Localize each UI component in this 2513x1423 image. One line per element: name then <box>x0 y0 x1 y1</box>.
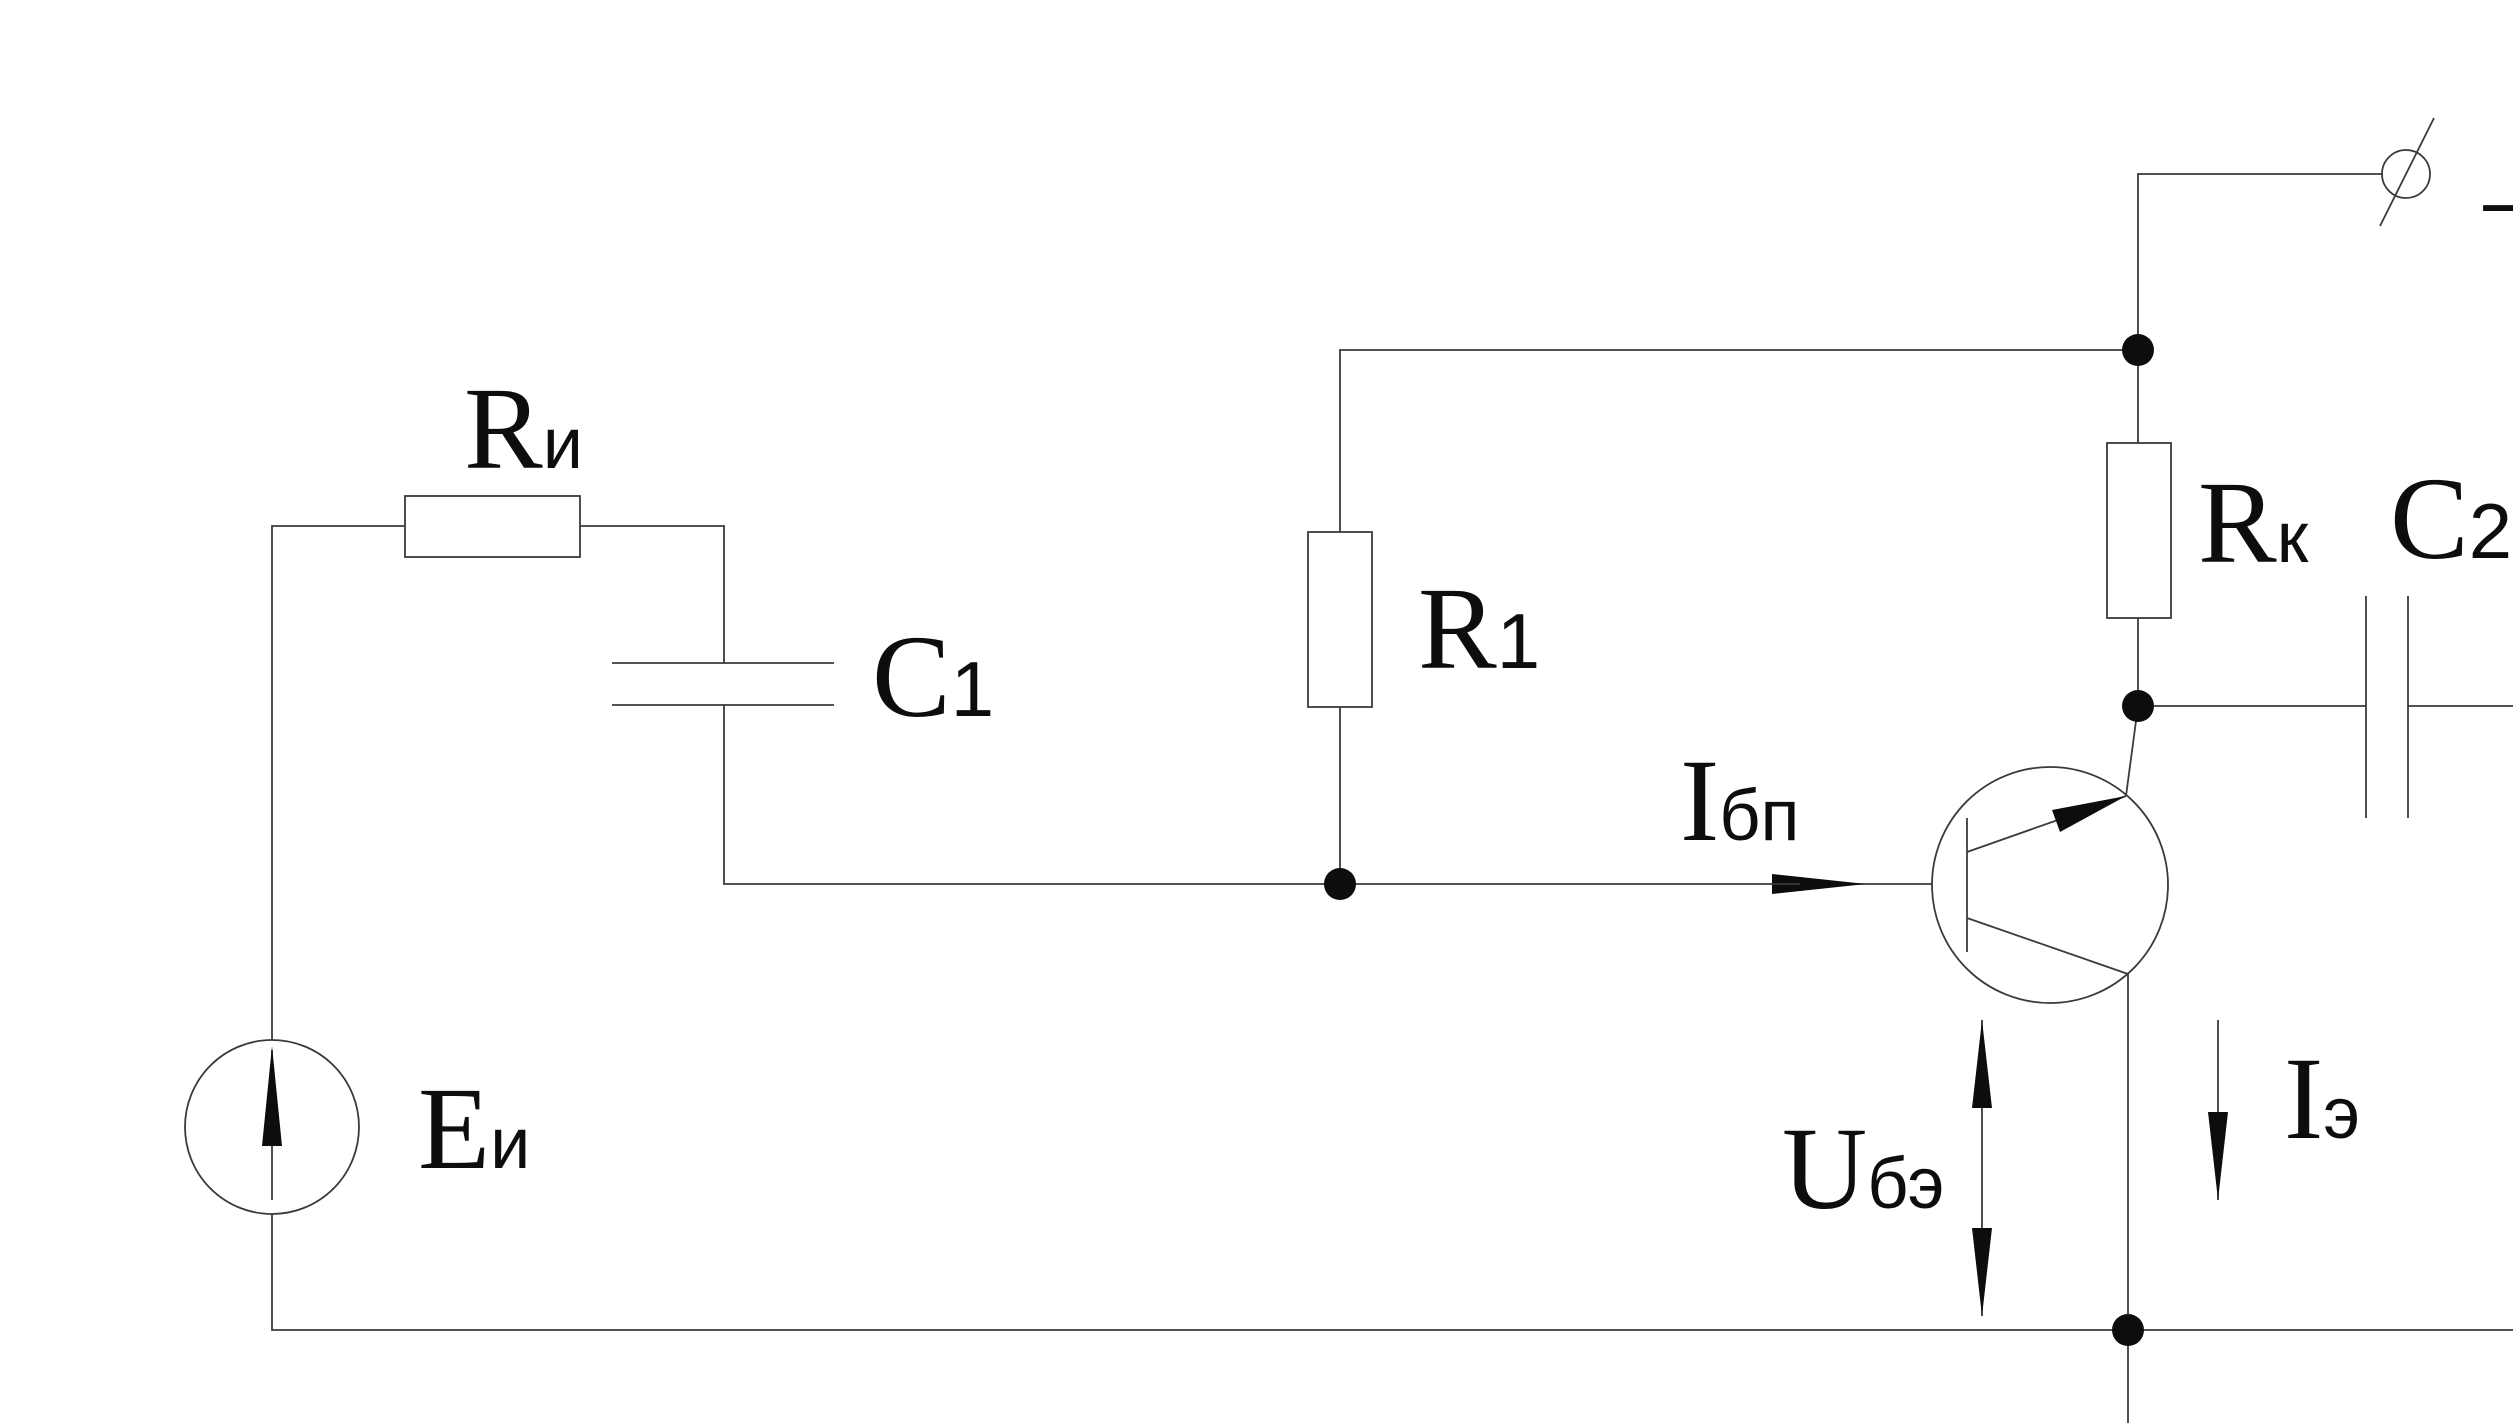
label-c2-sub: 2 <box>2469 487 2512 575</box>
label-rk: Rк <box>2198 457 2309 588</box>
label-r-source-main: R <box>464 363 543 494</box>
supply-terminal-label: _ <box>2483 91 2513 222</box>
supply-terminal: _ <box>2379 91 2513 227</box>
resistor-rk-body <box>2106 442 2172 619</box>
wire-supply <box>2137 173 2382 350</box>
label-c1-sub: 1 <box>951 645 994 733</box>
label-r1-main: R <box>1418 563 1497 694</box>
label-u-be-sub: бэ <box>1867 1144 1944 1224</box>
wire-source-top <box>271 525 405 1040</box>
label-rk-main: R <box>2198 457 2277 588</box>
transistor-envelope <box>1931 766 2169 1004</box>
arrow-u-be-head-up <box>1972 1020 1992 1108</box>
label-r-source-sub: и <box>543 404 583 484</box>
label-i-base: Iбп <box>1680 735 1800 866</box>
label-r-source: Rи <box>464 363 583 494</box>
transistor-emitter-arrow <box>2052 796 2126 832</box>
resistor-rk <box>2106 442 2172 619</box>
label-e-source: Eи <box>418 1063 530 1194</box>
transistor <box>1931 766 2169 1004</box>
capacitor-c2 <box>2365 596 2409 818</box>
wires <box>271 173 2513 1423</box>
label-c1-main: C <box>872 611 951 742</box>
label-i-emitter-sub: э <box>2323 1074 2360 1154</box>
label-e-source-sub: и <box>490 1104 530 1184</box>
indicator-arrows <box>1772 874 2228 1316</box>
label-u-be-main: U <box>1782 1103 1867 1234</box>
wire-source-bottom <box>271 1214 2513 1331</box>
label-i-base-sub: бп <box>1719 776 1799 856</box>
label-r1-sub: 1 <box>1497 597 1540 685</box>
label-u-be: Uбэ <box>1782 1103 1944 1234</box>
junction-ground-node <box>2112 1314 2144 1346</box>
wire-c1-to-base-node <box>723 705 1340 885</box>
supply-terminal-slash <box>2379 117 2435 227</box>
arrow-emitter-current-head <box>2208 1112 2228 1200</box>
transistor-emitter-line <box>1966 917 2129 975</box>
arrow-base-current <box>1772 874 1866 894</box>
label-rk-sub: к <box>2277 498 2309 578</box>
label-c2: C2 <box>2390 453 2512 584</box>
resistor-r-source-body <box>404 495 581 558</box>
resistor-r-source <box>404 495 581 558</box>
label-r1: R1 <box>1418 563 1540 694</box>
label-i-emitter-main: I <box>2284 1033 2323 1164</box>
junction-base-node <box>1324 868 1356 900</box>
label-c2-main: C <box>2390 453 2469 584</box>
voltage-source-e-arrow <box>262 1046 282 1146</box>
wire-r1-top <box>1339 349 2138 532</box>
capacitor-c1 <box>612 662 834 706</box>
label-i-emitter: Iэ <box>2284 1033 2360 1164</box>
resistor-r1-body <box>1307 531 1373 708</box>
label-e-source-main: E <box>418 1063 490 1194</box>
voltage-source-e <box>184 1039 360 1215</box>
arrow-u-be-head-down <box>1972 1228 1992 1316</box>
junction-collector-node <box>2122 690 2154 722</box>
junction-supply-node <box>2122 334 2154 366</box>
resistor-r1 <box>1307 531 1373 708</box>
junctions <box>1324 334 2154 1346</box>
label-i-base-main: I <box>1680 735 1719 866</box>
wire-rsource-to-c1 <box>580 525 725 663</box>
label-c1: C1 <box>872 611 994 742</box>
